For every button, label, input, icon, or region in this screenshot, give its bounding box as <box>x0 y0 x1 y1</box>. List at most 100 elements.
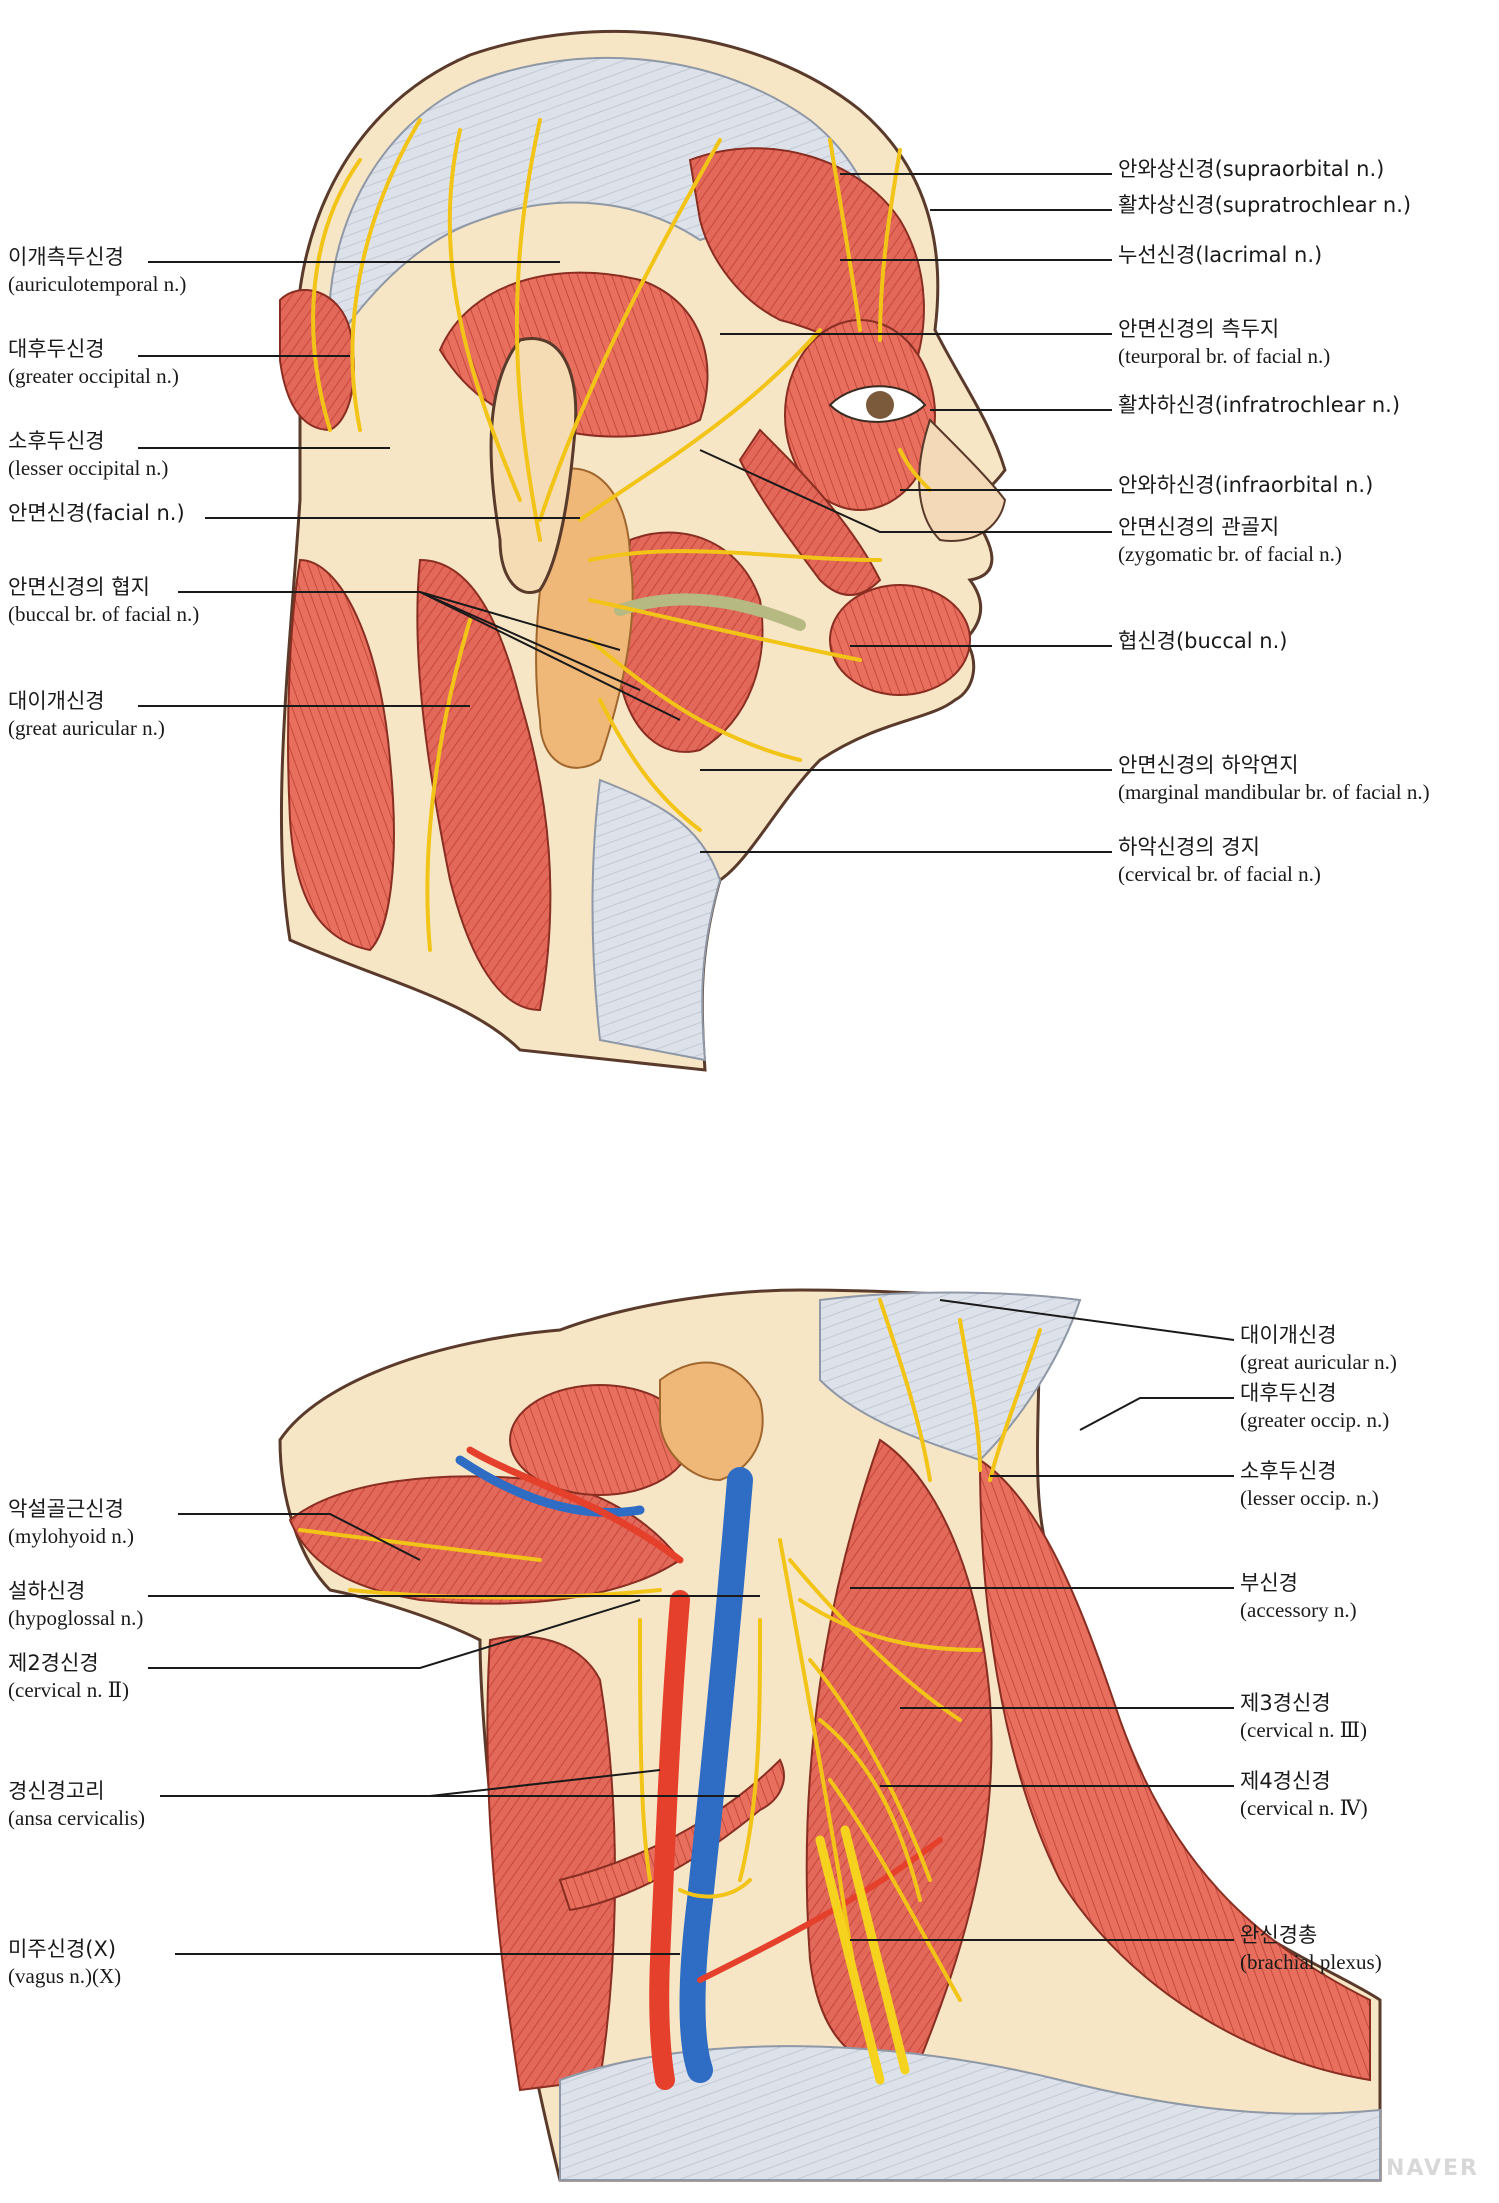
label-ko: 협신경(buccal n.) <box>1118 629 1288 653</box>
label-en: (ansa cervicalis) <box>8 1806 146 1830</box>
label-ko: 제3경신경 <box>1240 1691 1331 1715</box>
sternocleidomastoid <box>416 558 552 1012</box>
label-en: (great auricular n.) <box>1240 1350 1397 1374</box>
watermark-logo: NAVER <box>1386 2156 1479 2181</box>
label-brachial-plexus: 완신경총 (brachial plexus) <box>1240 1922 1382 1976</box>
parotid-duct <box>614 593 806 631</box>
label-en: (greater occip. n.) <box>1240 1408 1390 1432</box>
label-en: (cervical n. Ⅱ) <box>8 1678 129 1702</box>
label-ko: 안와상신경(supraorbital n.) <box>1118 157 1385 181</box>
carotid-artery <box>649 1590 690 2090</box>
label-en: (great auricular n.) <box>8 716 165 740</box>
strap-muscles <box>486 1635 616 2092</box>
label-en: (cervical n. Ⅳ) <box>1240 1796 1368 1820</box>
leader-mylohyoid <box>178 1513 421 1561</box>
label-en: (marginal mandibular br. of facial n.) <box>1118 780 1430 804</box>
mastoid-fascia <box>819 1291 1082 1462</box>
head-nerves <box>311 118 932 952</box>
label-greater-occipital: 대후두신경 (greater occipital n.) <box>8 336 179 390</box>
label-cervical-branch: 하악신경의 경지 (cervical br. of facial n.) <box>1118 834 1321 888</box>
zygomaticus-muscle <box>738 428 882 596</box>
label-zygomatic-branch: 안면신경의 관골지 (zygomatic br. of facial n.) <box>1118 514 1342 568</box>
label-en: (zygomatic br. of facial n.) <box>1118 542 1342 566</box>
label-greater-occip: 대후두신경 (greater occip. n.) <box>1240 1380 1389 1434</box>
label-ko: 안와하신경(infraorbital n.) <box>1118 473 1374 497</box>
label-ko: 대후두신경 <box>1240 1381 1337 1405</box>
leader-buccal-branch-b <box>419 591 641 691</box>
label-ko: 하악신경의 경지 <box>1118 835 1260 859</box>
label-en: (cervical n. Ⅲ) <box>1240 1718 1367 1742</box>
facial-artery <box>466 1446 684 1564</box>
label-ko: 대후두신경 <box>8 337 105 361</box>
label-cervical-2: 제2경신경 (cervical n. Ⅱ) <box>8 1650 129 1704</box>
label-en: (auriculotemporal n.) <box>8 272 187 296</box>
label-lesser-occipital: 소후두신경 (lesser occipital n.) <box>8 428 168 482</box>
label-great-auricular: 대이개신경 (great auricular n.) <box>8 688 165 742</box>
label-buccal-branch: 안면신경의 협지 (buccal br. of facial n.) <box>8 574 199 628</box>
label-cervical-3: 제3경신경 (cervical n. Ⅲ) <box>1240 1690 1367 1744</box>
parotid-gland-neck <box>659 1361 764 1482</box>
label-great-auricular-2: 대이개신경 (great auricular n.) <box>1240 1322 1397 1376</box>
label-marginal-mandibular: 안면신경의 하악연지 (marginal mandibular br. of f… <box>1118 752 1430 806</box>
label-mylohyoid: 악설골근신경 (mylohyoid n.) <box>8 1496 134 1550</box>
label-ko: 부신경 <box>1240 1571 1298 1595</box>
neck-fascia <box>591 778 722 1062</box>
label-ko: 소후두신경 <box>1240 1459 1337 1483</box>
label-ko: 경신경고리 <box>8 1779 105 1803</box>
iris <box>866 391 894 419</box>
label-ko: 소후두신경 <box>8 429 105 453</box>
label-lacrimal: 누선신경(lacrimal n.) <box>1118 242 1322 269</box>
internal-jugular-vein <box>679 1467 753 2083</box>
leader-cervical-2 <box>148 1599 641 1669</box>
leader-lines <box>138 173 1235 1955</box>
label-vagus: 미주신경(X) (vagus n.)(X) <box>8 1936 121 1990</box>
label-ko: 안면신경의 하악연지 <box>1118 753 1299 777</box>
label-ko: 안면신경의 측두지 <box>1118 317 1280 341</box>
label-ko: 누선신경(lacrimal n.) <box>1118 243 1323 267</box>
leader-great-auricular-2 <box>939 1299 1235 1341</box>
label-ko: 미주신경(X) <box>8 1937 117 1961</box>
label-auriculotemporal: 이개측두신경 (auriculotemporal n.) <box>8 244 186 298</box>
label-ansa-cervicalis: 경신경고리 (ansa cervicalis) <box>8 1778 145 1832</box>
label-ko: 대이개신경 <box>8 689 105 713</box>
facial-vein <box>455 1455 645 1517</box>
label-supratrochlear: 활차상신경(supratrochlear n.) <box>1118 192 1411 219</box>
label-ko: 완신경총 <box>1240 1923 1318 1947</box>
label-infratrochlear: 활차하신경(infratrochlear n.) <box>1118 392 1400 419</box>
label-facial: 안면신경(facial n.) <box>8 500 185 527</box>
label-lesser-occip: 소후두신경 (lesser occip. n.) <box>1240 1458 1379 1512</box>
label-ko: 제2경신경 <box>8 1651 99 1675</box>
label-ko: 대이개신경 <box>1240 1323 1337 1347</box>
leader-zygomatic-branch <box>699 449 1112 533</box>
head-lateral-figure <box>279 29 1007 1072</box>
label-ko: 활차하신경(infratrochlear n.) <box>1118 393 1401 417</box>
label-en: (brachial plexus) <box>1240 1950 1382 1974</box>
label-en: (greater occipital n.) <box>8 364 179 388</box>
label-ko: 안면신경(facial n.) <box>8 501 185 525</box>
label-ko: 안면신경의 관골지 <box>1118 515 1280 539</box>
label-ko: 제4경신경 <box>1240 1769 1331 1793</box>
label-en: (teurporal br. of facial n.) <box>1118 344 1331 368</box>
neck-figure <box>278 1288 1382 2182</box>
ear <box>489 337 578 594</box>
label-en: (buccal br. of facial n.) <box>8 602 200 626</box>
label-ko: 악설골근신경 <box>8 1497 124 1521</box>
label-hypoglossal: 설하신경 (hypoglossal n.) <box>8 1578 143 1632</box>
brachial-plexus-trunks <box>815 1825 910 2085</box>
label-en: (lesser occipital n.) <box>8 456 169 480</box>
trapezius-neck <box>978 1458 1371 2082</box>
label-en: (accessory n.) <box>1240 1598 1357 1622</box>
orbicularis-oris <box>829 584 971 696</box>
label-ko: 활차상신경(supratrochlear n.) <box>1118 193 1412 217</box>
label-en: (hypoglossal n.) <box>8 1606 144 1630</box>
trapezius <box>287 558 395 952</box>
label-en: (mylohyoid n.) <box>8 1524 134 1548</box>
label-en: (lesser occip. n.) <box>1240 1486 1379 1510</box>
label-ko: 안면신경의 협지 <box>8 575 150 599</box>
label-temporal-branch: 안면신경의 측두지 (teurporal br. of facial n.) <box>1118 316 1330 370</box>
masseter-muscle <box>618 531 764 753</box>
leader-buccal-branch-c <box>419 591 621 651</box>
label-infraorbital: 안와하신경(infraorbital n.) <box>1118 472 1373 499</box>
